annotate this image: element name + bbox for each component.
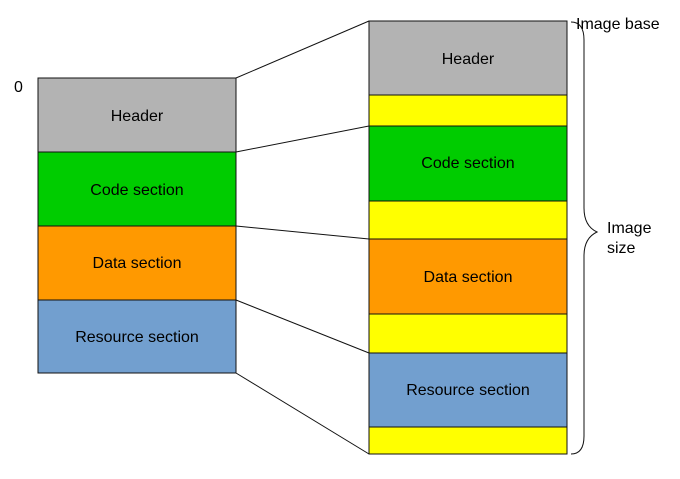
file-code-block bbox=[37, 151, 237, 227]
mem-code-label: Code section bbox=[421, 155, 514, 172]
connector-resource-start bbox=[235, 299, 370, 354]
file-code-label: Code section bbox=[90, 182, 183, 199]
connector-code-start bbox=[235, 125, 370, 153]
connector-header-start bbox=[235, 20, 370, 79]
mem-header-label: Header bbox=[442, 51, 495, 68]
file-data-label: Data section bbox=[93, 255, 182, 272]
file-header-block bbox=[37, 77, 237, 153]
mem-resource-label: Resource section bbox=[406, 382, 530, 399]
mem-data-padding bbox=[368, 313, 568, 354]
mem-data-label: Data section bbox=[424, 269, 513, 286]
file-data-block bbox=[37, 225, 237, 301]
image-base-label: Image base bbox=[576, 16, 660, 33]
image-size-brace bbox=[570, 21, 599, 455]
image-size-label-line2: size bbox=[607, 240, 636, 257]
file-header-label: Header bbox=[111, 108, 164, 125]
connector-file-end bbox=[235, 372, 370, 455]
mem-header-padding bbox=[368, 94, 568, 127]
mem-code-padding bbox=[368, 200, 568, 240]
connector-data-start bbox=[235, 225, 370, 240]
image-size-label-line1: Image bbox=[607, 220, 652, 237]
file-layout: Header Code section Data section Resourc… bbox=[37, 77, 237, 374]
mem-header-block bbox=[368, 20, 568, 96]
mapping-connectors bbox=[235, 20, 370, 455]
mem-resource-padding bbox=[368, 426, 568, 455]
mem-resource-block bbox=[368, 352, 568, 428]
offset-zero-label: 0 bbox=[14, 79, 23, 96]
file-resource-block bbox=[37, 299, 237, 374]
memory-layout: Header Code section Data section Resourc… bbox=[368, 20, 568, 455]
file-resource-label: Resource section bbox=[75, 329, 199, 346]
mem-code-block bbox=[368, 125, 568, 202]
